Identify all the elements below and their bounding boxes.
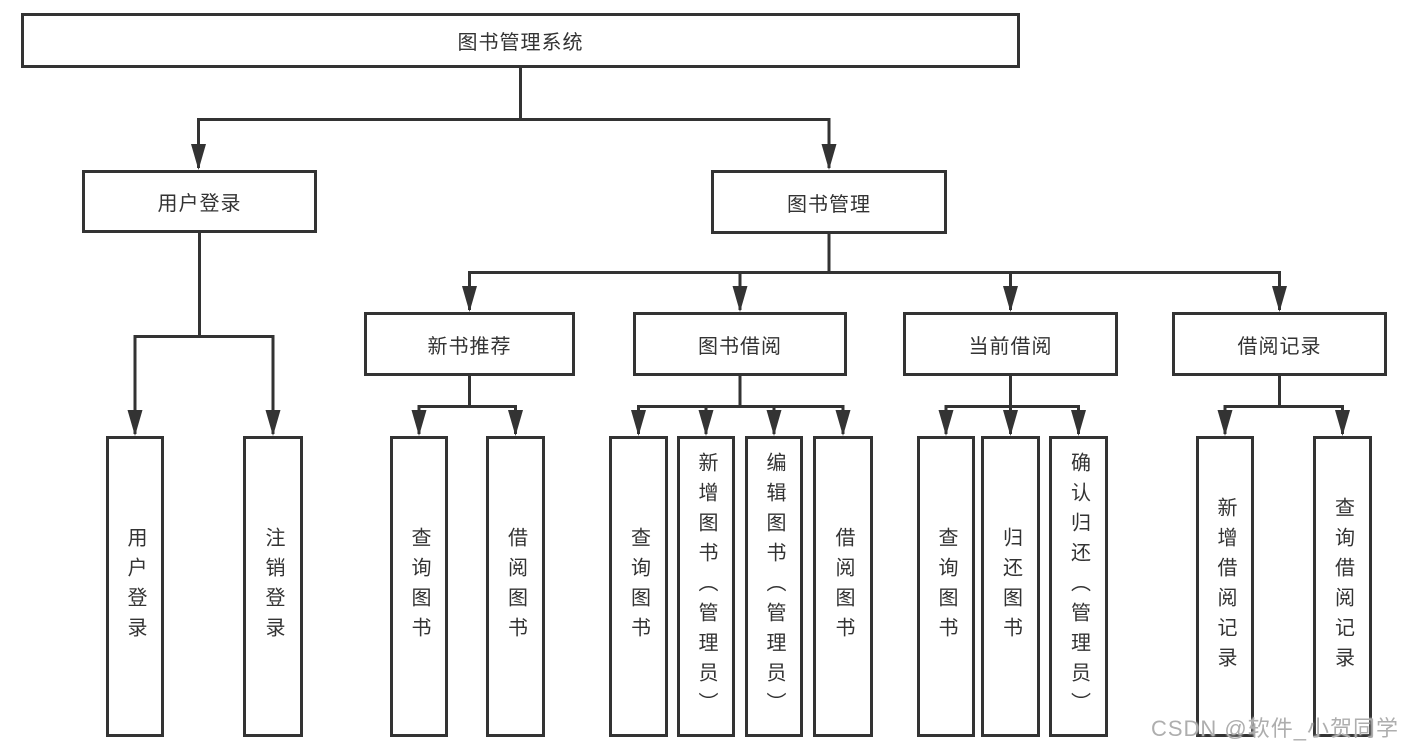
leaf-query-borrow-record: 查询借阅记录	[1313, 436, 1372, 737]
leaf-query-book-1-label: 查询图书	[408, 526, 430, 647]
leaf-edit-book-admin-label: 编辑图书（管理员）	[763, 451, 785, 722]
csdn-watermark: CSDN @软件_小贺同学	[1150, 716, 1399, 741]
leaf-return-book: 归还图书	[981, 436, 1040, 737]
leaf-add-borrow-record-label: 新增借阅记录	[1214, 496, 1236, 677]
leaf-logout: 注销登录	[243, 436, 303, 737]
leaf-borrow-book-2: 借阅图书	[813, 436, 873, 737]
leaf-query-book-2: 查询图书	[609, 436, 668, 737]
leaf-return-book-label: 归还图书	[999, 526, 1022, 647]
leaf-edit-book-admin: 编辑图书（管理员）	[745, 436, 803, 737]
node-new-book-recommend: 新书推荐	[364, 312, 575, 376]
leaf-query-book-3-label: 查询图书	[935, 526, 957, 647]
leaf-confirm-return-admin-label: 确认归还（管理员）	[1067, 451, 1090, 722]
leaf-add-book-admin-label: 新增图书（管理员）	[695, 451, 717, 722]
leaf-user-login-label: 用户登录	[124, 526, 146, 647]
node-current-borrow: 当前借阅	[903, 312, 1118, 376]
leaf-query-borrow-record-label: 查询借阅记录	[1331, 496, 1354, 677]
leaf-query-book-1: 查询图书	[390, 436, 448, 737]
leaf-borrow-book-1-label: 借阅图书	[504, 526, 527, 647]
node-book-management: 图书管理	[711, 170, 947, 234]
leaf-add-book-admin: 新增图书（管理员）	[677, 436, 735, 737]
arrowhead-group	[127, 144, 1350, 436]
leaf-borrow-book-1: 借阅图书	[486, 436, 545, 737]
node-root: 图书管理系统	[21, 13, 1020, 68]
leaf-add-borrow-record: 新增借阅记录	[1196, 436, 1254, 737]
leaf-query-book-3: 查询图书	[917, 436, 975, 737]
leaf-confirm-return-admin: 确认归还（管理员）	[1049, 436, 1108, 737]
leaf-borrow-book-2-label: 借阅图书	[832, 526, 854, 647]
node-book-borrow: 图书借阅	[633, 312, 847, 376]
leaf-query-book-2-label: 查询图书	[627, 526, 650, 647]
leaf-logout-label: 注销登录	[262, 526, 284, 647]
node-user-login: 用户登录	[82, 170, 317, 233]
leaf-user-login: 用户登录	[106, 436, 164, 737]
node-borrow-record: 借阅记录	[1172, 312, 1387, 376]
